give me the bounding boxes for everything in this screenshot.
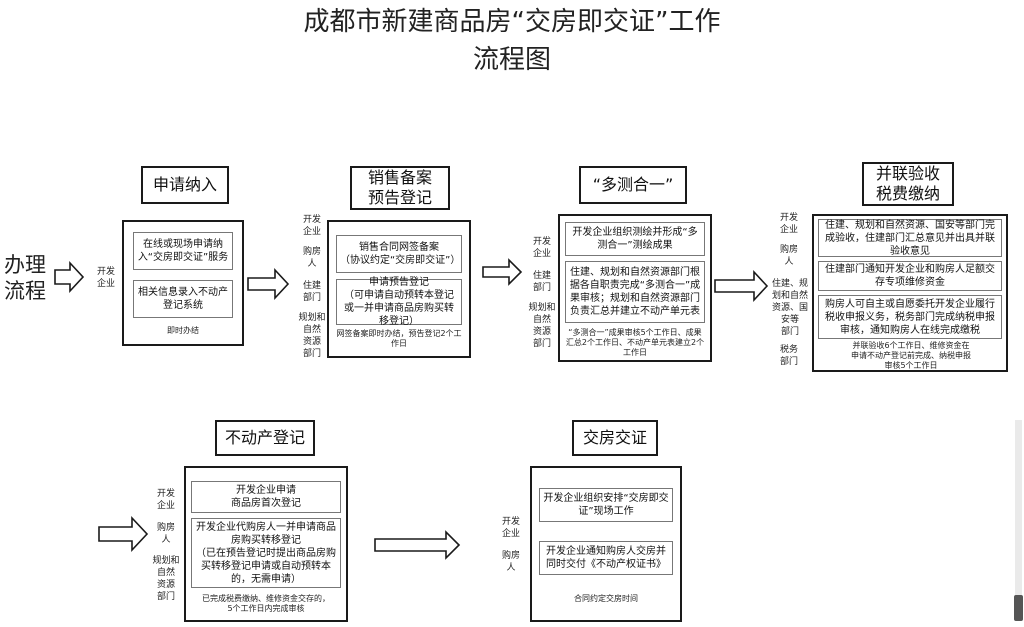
stage-6-step-1: 开发企业组织安排“交房即交证”现场工作 [539,488,673,522]
scrollbar-track[interactable] [1015,420,1022,620]
arrow-start-to-stage-1 [54,260,85,294]
stage-1-header-text: 申请纳入 [152,175,217,194]
stage-2-step-1: 销售合同网签备案 （协议约定“交房即交证”） [336,235,462,273]
stage-1-party: 开发 企业 [96,267,115,289]
stage-3-party-2: 住建 部门 [532,271,551,293]
stage-6-note: 合同约定交房时间 [574,594,638,603]
stage-3-step-1: 开发企业组织测绘并形成“多测合一”测绘成果 [565,222,705,256]
arrow-stage-5-to-stage-6 [374,530,461,560]
stage-4-note: 并联验收6个工作日、维修资金在申请不动产登记前完成、纳税申报审核5个工作日 [851,341,971,370]
stage-4-step-1: 住建、规划和自然资源、国安等部门完成验收，住建部门汇总意见并出具并联验收意见 [818,219,1002,257]
stage-2-step-2: 申请预告登记 （可申请自动预转本登记或一并申请商品房购买转移登记） [336,277,462,327]
stage-2-header-line1: 销售备案 [367,168,432,187]
stage-6-party-1: 开发 企业 [501,517,520,539]
arrow-stage-2-to-stage-3 [482,258,523,286]
flowchart-title-line2: 流程图 [472,45,551,75]
stage-5-party-3: 规划和 自然 资源 部门 [152,556,180,602]
stage-2-header: 销售备案 预告登记 [350,166,450,210]
stage-5-party-1: 开发 企业 [156,489,175,511]
stage-2-party-1: 开发 企业 [302,215,321,237]
stage-2-party-3: 住建 部门 [302,281,321,303]
stage-4-header-line2: 税费缴纳 [875,184,940,203]
arrow-stage-3-to-stage-4 [714,269,769,303]
stage-3-step-2: 住建、规划和自然资源部门根据各自职责完成“多测合一”成果审核；规划和自然资源部门… [565,261,705,323]
flowchart-title-line1: 成都市新建商品房“交房即交证”工作 [303,7,721,37]
stage-5-step-2: 开发企业代购房人一并申请商品房购买转移登记 （已在预告登记时提出商品房购买转移登… [191,518,341,588]
stage-6-party-2: 购房 人 [501,551,520,573]
stage-4-party-2: 购房 人 [779,245,798,267]
stage-3-note: “多测合一”成果审核5个工作日、成果汇总2个工作日、不动产单元表建立2个工作日 [565,328,705,357]
stage-4-party-1: 开发 企业 [779,213,798,235]
stage-5-party-2: 购房 人 [156,523,175,545]
stage-3-header: “多测合一” [579,166,687,204]
arrow-stage-1-to-stage-2 [247,267,290,301]
stage-2-party-4: 规划和 自然 资源 部门 [298,313,326,359]
stage-5-header: 不动产登记 [215,420,315,456]
process-label: 办理 流程 [4,253,46,303]
stage-6-step-2: 开发企业通知购房人交房并同时交付《不动产权证书》 [539,541,673,575]
stage-5-header-text: 不动产登记 [224,428,305,447]
stage-1-note: 即时办结 [167,326,199,335]
arrow-to-stage-5 [98,515,149,553]
stage-4-step-3: 购房人可自主或自愿委托开发企业履行税收申报义务，税务部门完成纳税申报审核，通知购… [818,295,1002,339]
stage-1-header: 申请纳入 [141,166,229,204]
stage-2-header-line2: 预告登记 [367,188,432,207]
stage-5-note: 已完成税费缴纳、维修资金交存的，5个工作日内完成审核 [202,594,330,613]
stage-6-header: 交房交证 [572,420,658,456]
stage-4-party-4: 税务 部门 [779,345,798,367]
stage-4-header: 并联验收 税费缴纳 [862,162,954,206]
stage-5-step-1: 开发企业申请 商品房首次登记 [191,481,341,513]
stage-2-note: 网签备案即时办结，预告登记2个工作日 [336,329,462,348]
stage-1-step-1: 在线或现场申请纳入“交房即交证”服务 [133,232,233,270]
stage-2-party-2: 购房 人 [302,247,321,269]
stage-6-header-text: 交房交证 [582,428,647,447]
stage-4-step-2: 住建部门通知开发企业和购房人足额交存专项维修资金 [818,261,1002,291]
stage-3-party-1: 开发 企业 [532,237,551,259]
stage-3-header-text: “多测合一” [592,175,674,194]
scrollbar-handle[interactable] [1014,595,1023,621]
stage-1-step-2: 相关信息录入不动产登记系统 [133,280,233,318]
stage-4-party-3: 住建、规 划和自然 资源、国 安等 部门 [771,279,808,337]
stage-4-header-line1: 并联验收 [875,164,940,183]
stage-3-party-3: 规划和 自然 资源 部门 [528,303,556,349]
